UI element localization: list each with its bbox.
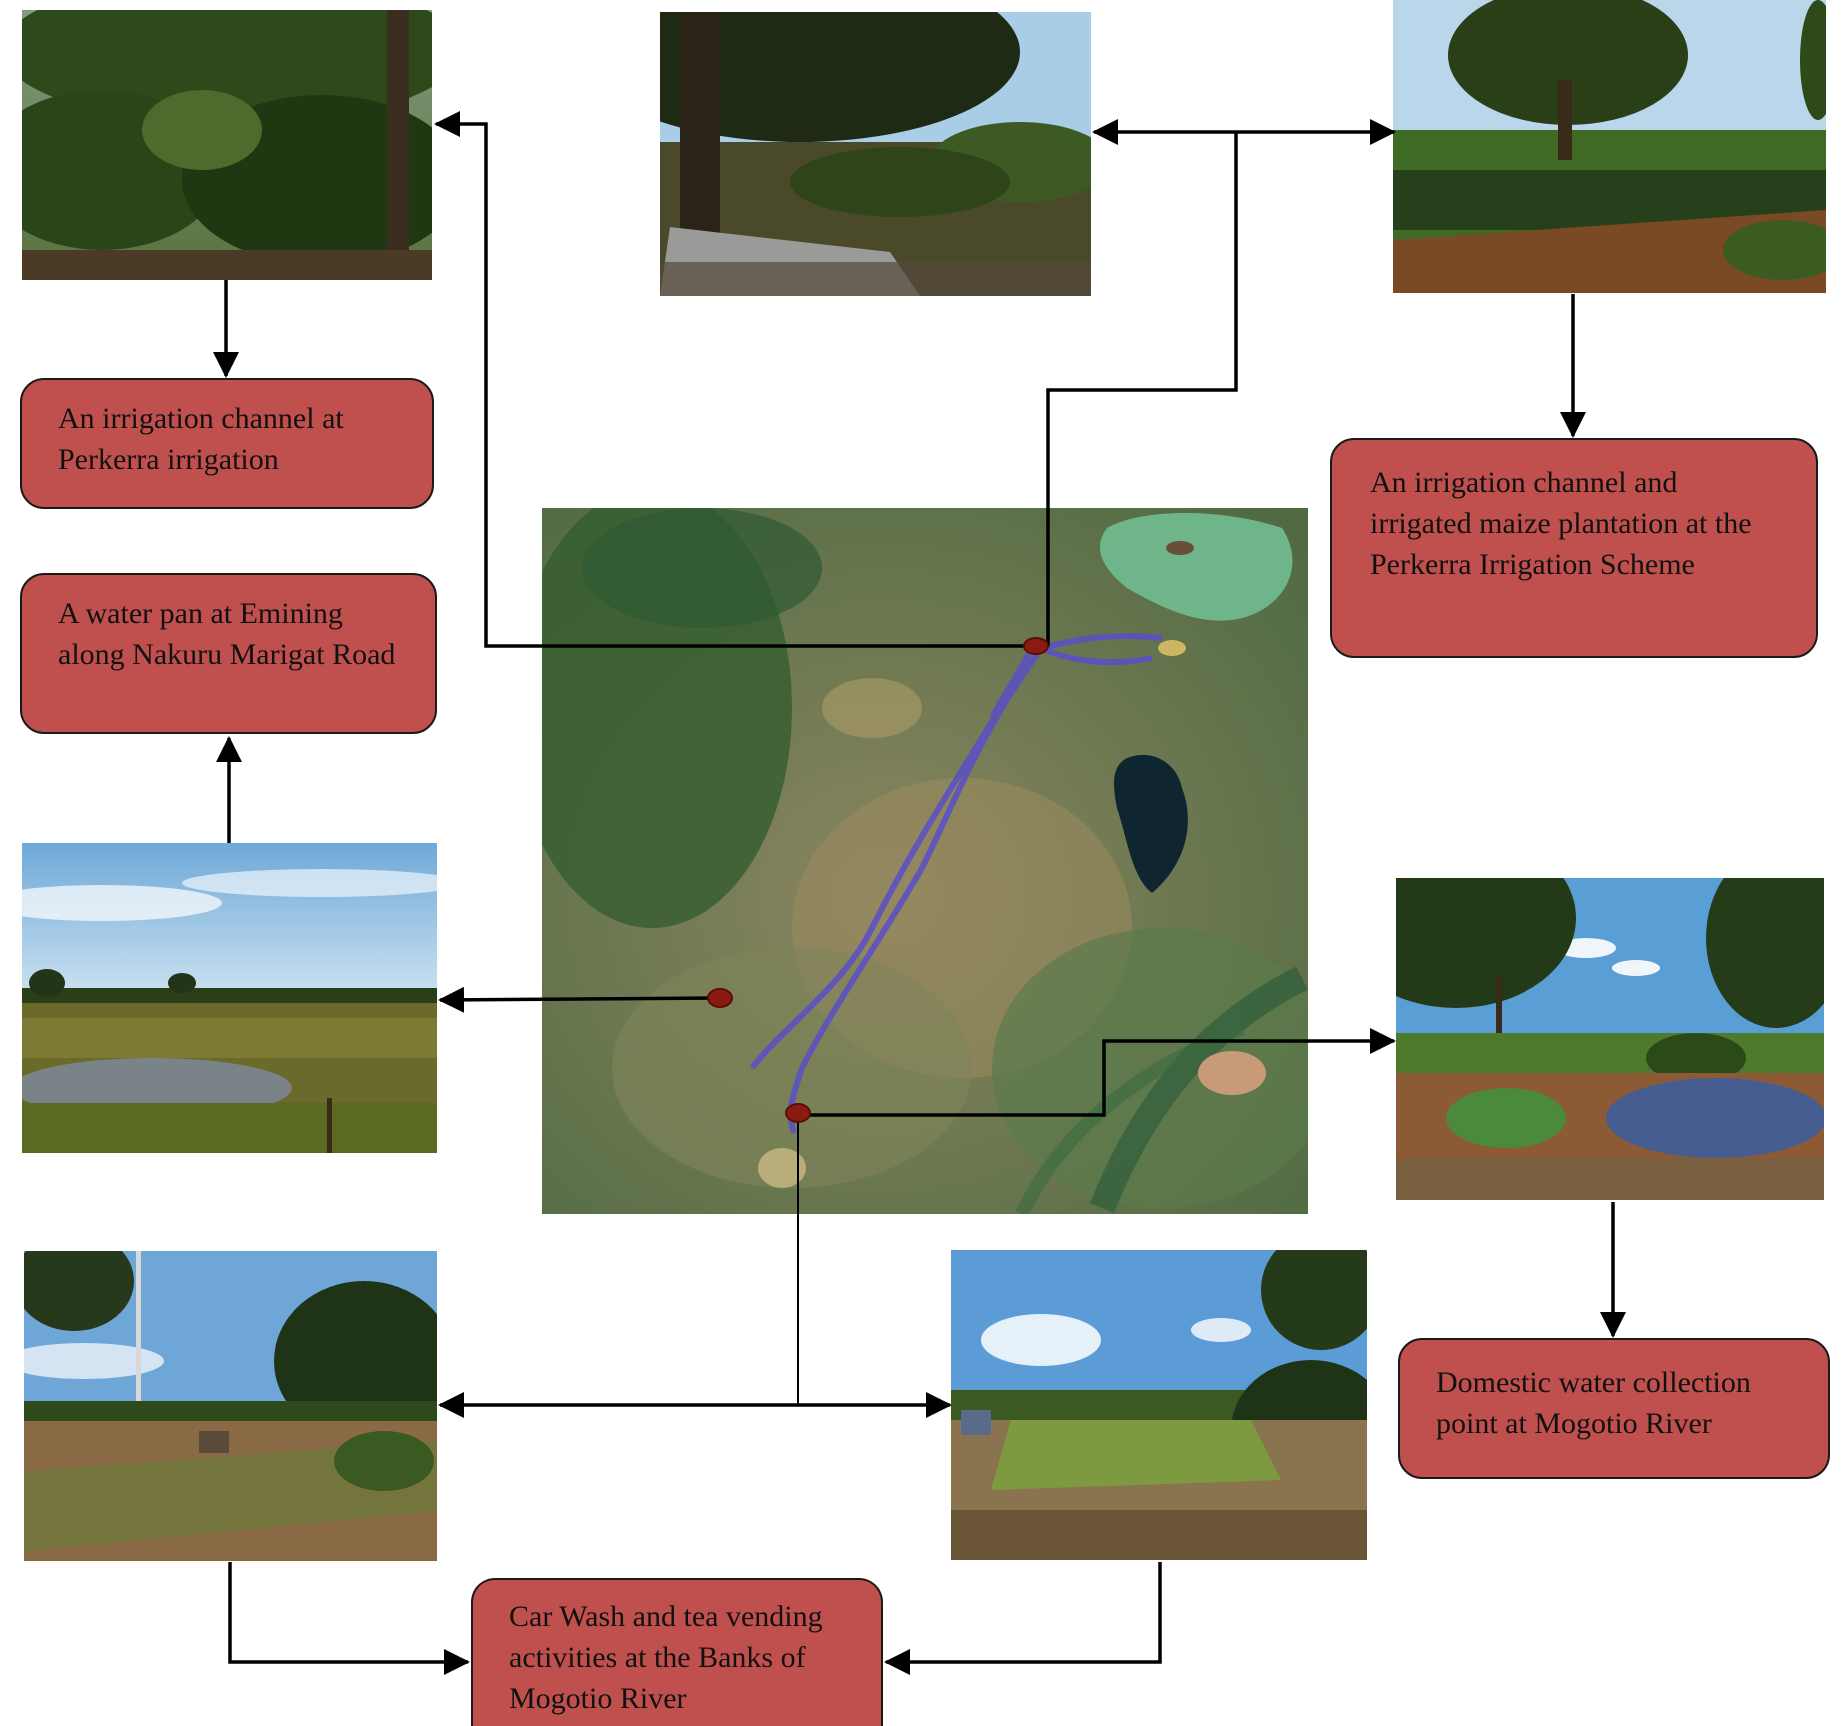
photo-maize-plantation — [1393, 0, 1826, 293]
photo-perkerra-channel — [22, 10, 432, 280]
connector-photo6-to-label — [228, 1562, 470, 1675]
label-perkerra-channel: An irrigation channel at Perkerra irriga… — [20, 378, 434, 509]
label-water-pan-text: A water pan at Emining along Nakuru Mari… — [58, 597, 396, 671]
photo-car-wash-right — [951, 1250, 1367, 1560]
satellite-map — [542, 508, 1308, 1214]
photo-water-pan — [22, 843, 437, 1153]
label-maize-plantation: An irrigation channel and irrigated maiz… — [1330, 438, 1818, 658]
label-water-pan: A water pan at Emining along Nakuru Mari… — [20, 573, 437, 734]
label-perkerra-channel-text: An irrigation channel at Perkerra irriga… — [58, 402, 344, 476]
photo-riverbed-top — [660, 12, 1091, 296]
label-maize-plantation-text: An irrigation channel and irrigated maiz… — [1370, 466, 1752, 581]
photo-car-wash-left — [24, 1251, 437, 1561]
label-car-wash-text: Car Wash and tea vending activities at t… — [509, 1600, 823, 1715]
label-car-wash: Car Wash and tea vending activities at t… — [471, 1578, 883, 1726]
photo-mogotio-river — [1396, 878, 1824, 1200]
label-domestic-water: Domestic water collection point at Mogot… — [1398, 1338, 1830, 1479]
connector-photo7-to-label — [884, 1562, 1162, 1675]
label-domestic-water-text: Domestic water collection point at Mogot… — [1436, 1366, 1751, 1440]
